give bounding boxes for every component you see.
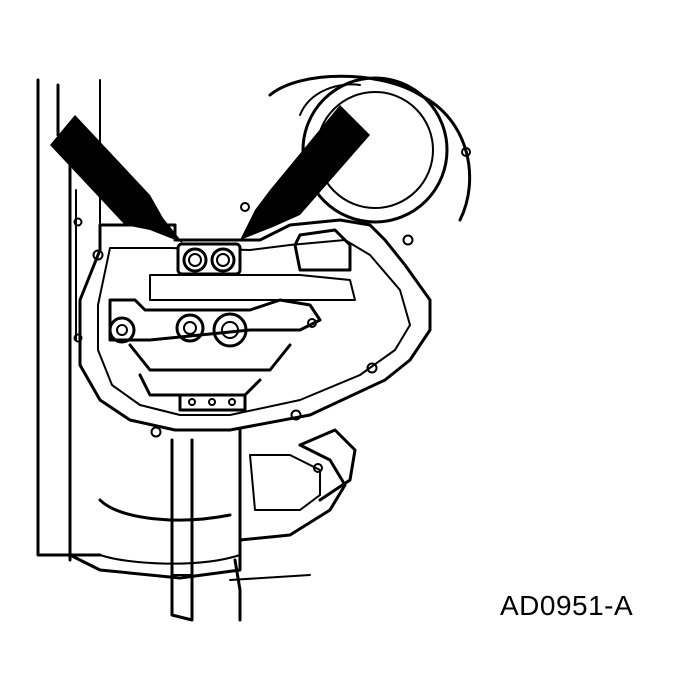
- valve-body-gasket: [78, 218, 432, 438]
- figure-id-label: AD0951-A: [500, 590, 634, 621]
- valve-body-internals: [108, 228, 356, 412]
- left-seal: [182, 247, 208, 273]
- seal-pair: [176, 242, 242, 276]
- output-shaft: [170, 438, 194, 622]
- right-arrow: [240, 105, 370, 240]
- circular-housing: [240, 74, 472, 224]
- right-seal: [210, 247, 236, 273]
- lower-housing: [68, 378, 357, 622]
- left-arrow: [50, 115, 183, 243]
